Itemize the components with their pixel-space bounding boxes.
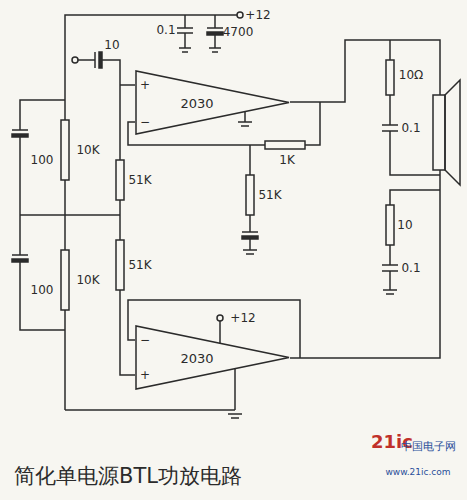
watermark: www.21ic.com — [385, 468, 450, 477]
component-value: 10 — [397, 219, 412, 231]
component-value: 51K — [128, 259, 151, 271]
component-value: 1K — [279, 154, 295, 166]
component-value: 4700 — [223, 26, 254, 38]
pin-sign: + — [140, 369, 150, 381]
component-value: 0.1 — [401, 122, 420, 134]
component-value: +12 — [230, 312, 255, 324]
component-value: 0.1 — [401, 262, 420, 274]
component-value: 100 — [31, 154, 54, 166]
component-value: 10K — [76, 144, 99, 156]
component-value: 51K — [128, 174, 151, 186]
watermark: 中国电子网 — [401, 441, 456, 452]
chip-name: 2030 — [180, 97, 213, 110]
component-value: 51K — [258, 189, 281, 201]
component-value: +12 — [245, 9, 270, 21]
pin-sign: − — [140, 116, 150, 128]
component-value: 100 — [31, 284, 54, 296]
op-amp-triangle: − 2030 + — [135, 325, 290, 390]
pin-sign: + — [140, 79, 150, 91]
component-value: 0.1 — [156, 24, 175, 36]
component-value: 10Ω — [399, 69, 423, 81]
pin-sign: − — [140, 334, 150, 346]
caption: 简化单电源BTL功放电路 — [14, 462, 242, 490]
component-value: 10K — [76, 274, 99, 286]
component-value: 10 — [104, 39, 119, 51]
op-amp-triangle: +2030 − — [135, 70, 290, 135]
chip-name: 2030 — [180, 352, 213, 365]
